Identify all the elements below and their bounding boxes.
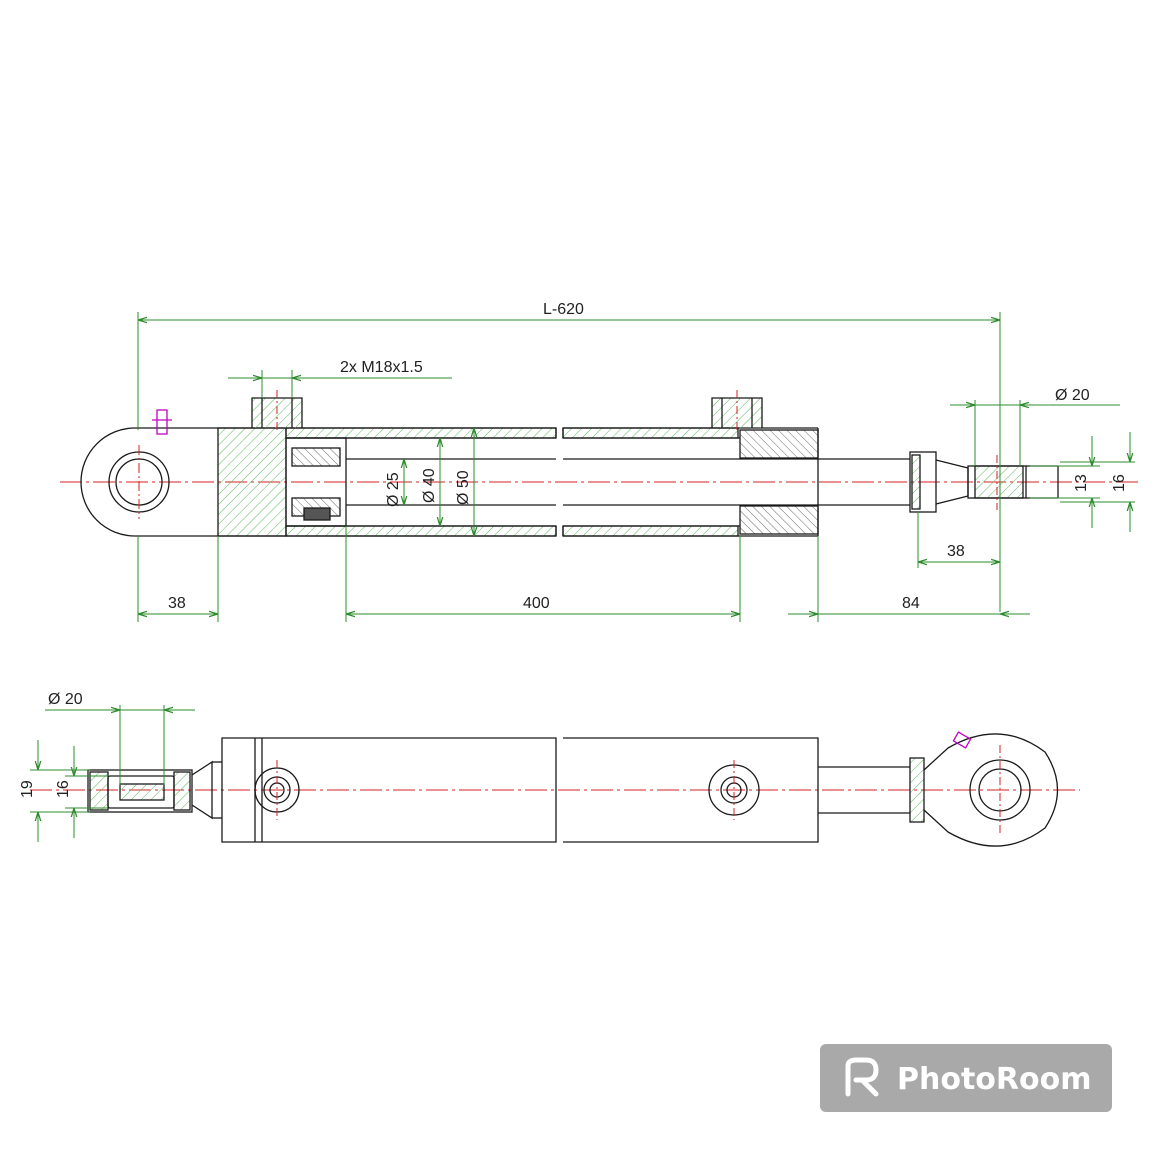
cylinder-base <box>217 427 287 537</box>
bottom-port-right <box>708 760 760 820</box>
top-dimension-labels: L-620 2x M18x1.5 Ø 20 Ø 25 Ø 40 Ø 50 13 … <box>168 301 1128 612</box>
bottom-port-left <box>254 760 300 820</box>
label-side-width-16: 16 <box>55 780 72 798</box>
watermark-brand: PhotoRoom <box>897 1062 1092 1097</box>
bottom-base-eye <box>87 760 222 820</box>
label-rod-end-length: 38 <box>947 543 965 560</box>
label-side-width-19: 19 <box>19 780 36 798</box>
label-eye-length: 38 <box>168 595 186 612</box>
label-piston-dia: Ø 40 <box>421 468 438 503</box>
port-left <box>251 390 303 430</box>
label-rod-dia: Ø 25 <box>385 472 402 507</box>
base-eye <box>80 409 218 537</box>
piston <box>285 437 347 527</box>
bottom-dimension-labels: Ø 20 19 16 <box>19 691 83 798</box>
label-overall-length: L-620 <box>543 301 584 318</box>
bottom-side-view <box>30 731 1080 847</box>
label-rod-end-bore: Ø 20 <box>1055 387 1090 404</box>
bottom-dimensions <box>30 705 195 842</box>
label-side-eye-bore: Ø 20 <box>48 691 83 708</box>
label-cylinder-od: Ø 50 <box>455 470 472 505</box>
top-dimensions <box>137 312 1135 622</box>
top-section-view <box>60 390 1140 537</box>
label-rod-eye-width-total: 16 <box>1111 474 1128 492</box>
photoroom-watermark: PhotoRoom <box>820 1044 1112 1112</box>
label-rod-eye-width: 13 <box>1073 474 1090 492</box>
photoroom-logo-icon <box>845 1057 879 1097</box>
port-right <box>711 390 763 430</box>
label-rod-extension: 84 <box>902 595 920 612</box>
label-stroke: 400 <box>523 595 550 612</box>
rod-end <box>909 451 1059 513</box>
bottom-rod-eye <box>923 731 1059 847</box>
label-ports: 2x M18x1.5 <box>340 359 423 376</box>
gland <box>739 428 819 536</box>
